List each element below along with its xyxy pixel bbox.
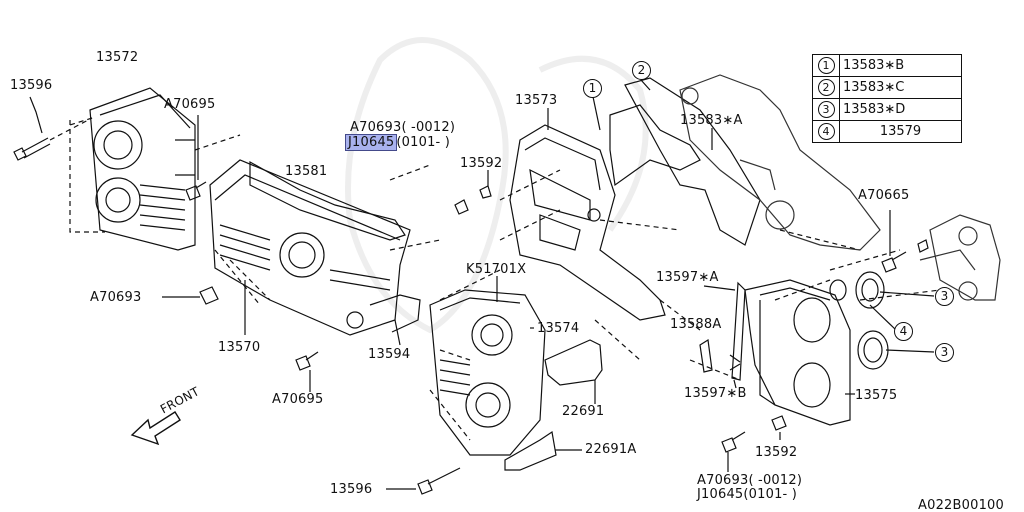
label-13570[interactable]: 13570 [218,340,261,355]
bolt-13596-bottom [386,467,461,495]
watermark [345,37,649,334]
legend-callout: 4 [817,123,835,140]
label-13596-top[interactable]: 13596 [10,78,53,93]
back-plate-13573 [509,124,666,321]
label-a70695-bottom[interactable]: A70695 [272,392,324,407]
legend-row[interactable]: 4 13579 [812,120,962,143]
gasket-13581 [249,160,406,241]
belt-cover-13575 [744,279,851,426]
gasket-1 [609,104,701,187]
label-a70693-note[interactable]: A70693( -0012) [350,120,456,135]
label-k51701x[interactable]: K51701X [466,262,527,277]
front-arrow [130,411,181,446]
legend-part: 13583∗B [839,54,962,77]
gasket-13597a [731,281,746,381]
legend-callout: 1 [817,57,835,74]
bolt-13592-top [454,170,492,215]
label-j10645-range: (0101- ) [396,135,451,150]
callout-1[interactable]: 1 [583,79,602,98]
legend-row[interactable]: 1 13583∗B [812,54,962,77]
label-a70693-left[interactable]: A70693 [90,290,142,305]
label-j10645-code[interactable]: J10645 [344,134,398,151]
cam-housing-right [919,214,1001,301]
bolt-13596-top [13,137,51,161]
legend-callout: 2 [817,79,835,96]
label-13581[interactable]: 13581 [285,164,328,179]
label-13588a[interactable]: 13588A [670,317,722,332]
bolt-a70665 [881,210,929,273]
seal-lower [857,330,889,370]
label-13597a[interactable]: 13597∗A [656,270,719,285]
legend-row[interactable]: 3 13583∗D [812,98,962,121]
legend-num-cell: 4 [812,120,840,143]
label-13592-top[interactable]: 13592 [460,156,503,171]
label-13575[interactable]: 13575 [855,388,898,403]
bolt-a70695-top [185,115,207,201]
legend-callout: 3 [817,101,835,118]
gasket-13588a [699,338,713,373]
legend-num-cell: 2 [812,76,840,99]
legend-num-cell: 3 [812,98,840,121]
label-j10645-bottom[interactable]: J10645(0101- ) [697,487,798,502]
bracket-22691 [544,339,603,386]
bolt-a70693-left [162,286,219,305]
legend-part: 13583∗C [839,76,962,99]
bracket-22691a [504,430,557,471]
label-13597b[interactable]: 13597∗B [684,386,747,401]
cam-housing-13583a [679,74,881,251]
label-j10645-note[interactable]: J10645(0101- ) [344,134,451,151]
legend-num-cell: 1 [812,54,840,77]
label-a70693-bottom[interactable]: A70693( -0012) [697,473,803,488]
label-13596-bottom[interactable]: 13596 [330,482,373,497]
bolt-13592-bottom [771,415,787,440]
belt-cover-13570 [209,159,411,336]
legend-row[interactable]: 2 13583∗C [812,76,962,99]
bolt-a70693-bottom [721,431,746,472]
label-13583a[interactable]: 13583∗A [680,113,743,128]
label-13574[interactable]: 13574 [537,321,580,336]
label-13594[interactable]: 13594 [368,347,411,362]
legend-part: 13583∗D [839,98,962,121]
label-22691[interactable]: 22691 [562,404,605,419]
callout-3-lower[interactable]: 3 [935,343,954,362]
callout-4[interactable]: 4 [894,322,913,341]
bolt-a70695-bottom [295,351,319,392]
label-22691a[interactable]: 22691A [585,442,637,457]
label-13573[interactable]: 13573 [515,93,558,108]
label-a70665[interactable]: A70665 [858,188,910,203]
callout-2[interactable]: 2 [632,61,651,80]
legend-part: 13579 [839,120,962,143]
label-13592-bottom[interactable]: 13592 [755,445,798,460]
diagram-id: A022B00100 [918,498,1004,512]
bracket-13594 [369,294,421,333]
o-ring-small [829,279,847,301]
belt-cover-13572 [89,87,196,251]
label-a70695-top[interactable]: A70695 [164,97,216,112]
label-13572[interactable]: 13572 [96,50,139,65]
legend-table: 1 13583∗B 2 13583∗C 3 13583∗D 4 13579 [812,54,962,143]
leader-13596-top [29,96,43,134]
seal-upper [855,271,885,309]
callout-3-upper[interactable]: 3 [935,287,954,306]
belt-cover-13574 [429,289,546,456]
